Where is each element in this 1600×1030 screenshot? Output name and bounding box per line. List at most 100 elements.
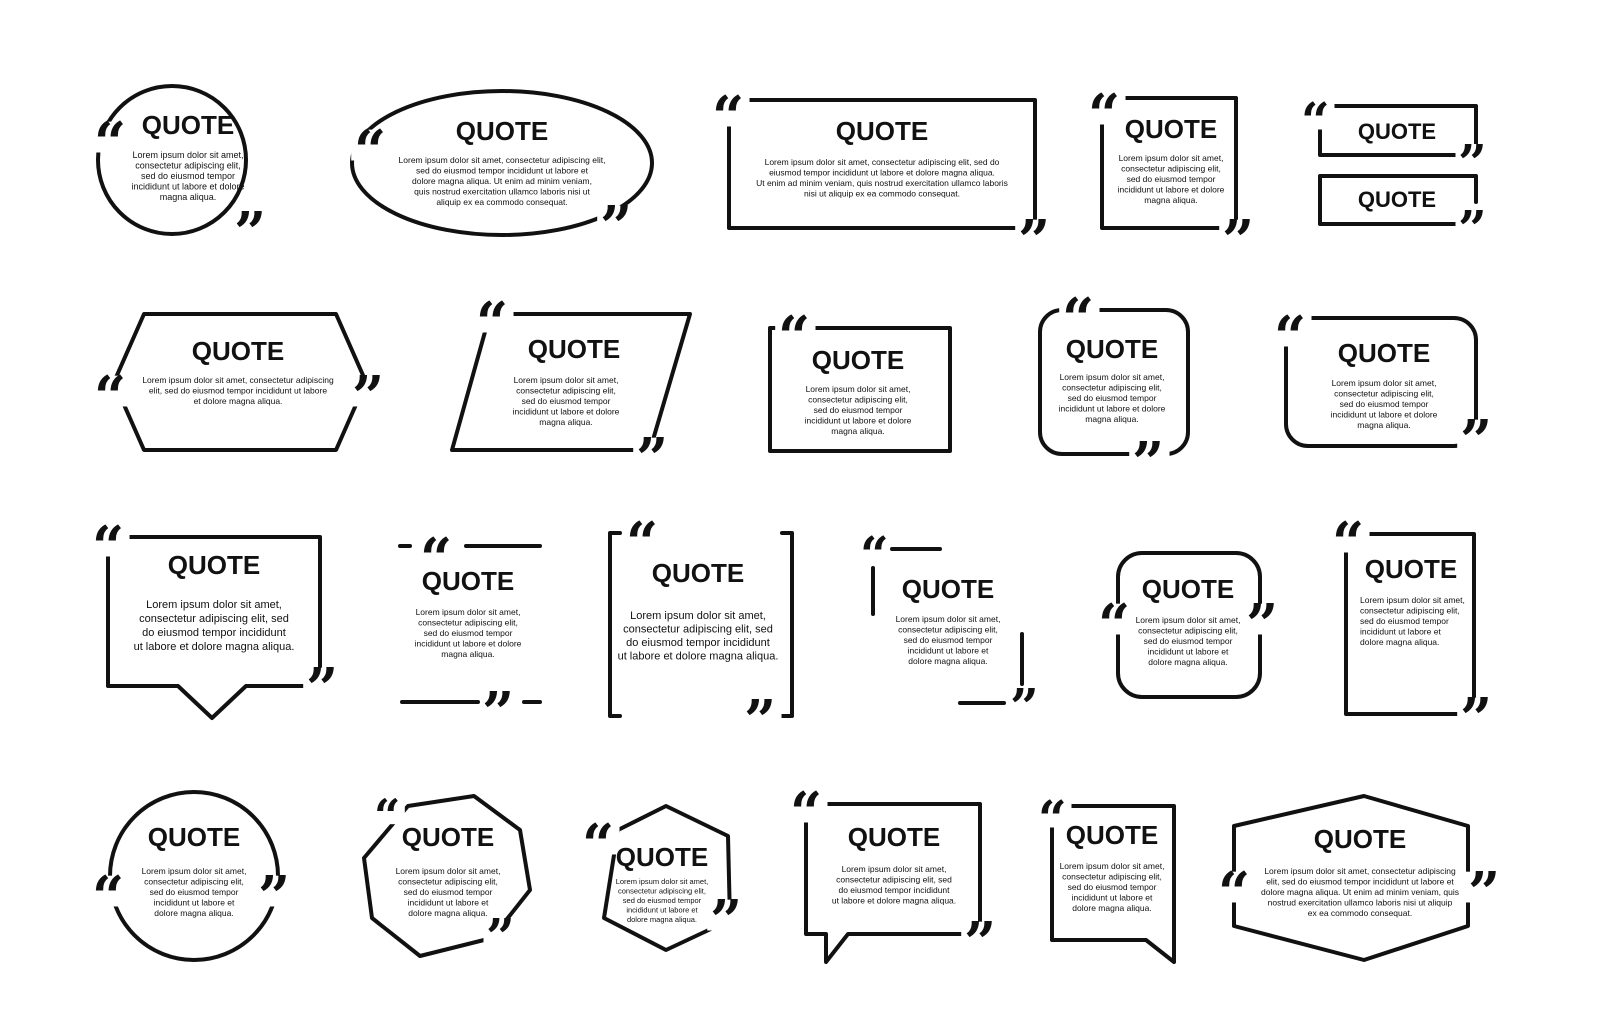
quote-title: QUOTE [528,334,620,364]
close-quote-icon: ” [600,194,632,260]
close-quote-icon: ” [1458,199,1487,258]
quote-body-line: incididunt ut labore et [626,906,698,915]
quote-body-line: sed do eiusmod tempor [404,887,493,897]
quote-body-line: Lorem ipsum dolor sit amet, [416,607,521,617]
quote-body-line: sed do eiusmod tempor [1144,636,1233,646]
quote-mark-gap [1059,297,1100,329]
quote-body-line: magna aliqua. [441,649,494,659]
quote-body-line: Lorem ipsum dolor sit amet, [142,866,247,876]
quote-title: QUOTE [1142,574,1234,604]
quote-body-line: sed do eiusmod tempor [1340,399,1429,409]
close-quote-icon: ” [744,688,776,754]
quote-body-line: dolore magna aliqua. [1072,903,1151,913]
quote-body-line: Lorem ipsum dolor sit amet, consectetur … [399,155,606,165]
quote-body-line: Lorem ipsum dolor sit amet, [616,877,709,886]
quote-body-line: dolore magna aliqua. [1148,657,1227,667]
quote-body-line: et dolore magna aliqua. [194,396,283,406]
open-quote-icon: “ [1274,304,1306,370]
quote-mark-gap [1298,102,1335,130]
quote-body-line: incididunt ut labore et [154,898,235,908]
quote-body-line: Lorem ipsum dolor sit amet, [396,866,501,876]
quote-mark-gap [91,375,132,407]
close-quote-icon: ” [1468,860,1500,926]
quote-body-line: Lorem ipsum dolor sit amet, [842,864,947,874]
quote-body-line: sed do eiusmod tempor incididunt ut labo… [416,166,589,176]
close-quote-icon: ” [486,907,515,966]
banner-quote-top: “”QUOTE [1298,91,1492,192]
open-quote-icon: “ [790,780,822,846]
quote-body-line: dolore magna aliqua. [908,656,987,666]
quote-body-line: consectetur adipiscing elit, sed [623,624,773,636]
close-quote-icon: ” [1460,408,1492,474]
frame-outline [1232,794,1470,962]
quote-body-line: Lorem ipsum dolor sit amet, [514,375,619,385]
open-quote-icon: “ [92,864,124,930]
quote-body-line: consectetur adipiscing elit, [898,625,998,635]
close-quote-icon: ” [306,656,338,722]
open-quote-icon: “ [374,789,400,843]
quote-title: QUOTE [1365,554,1457,584]
quote-body-line: sed do eiusmod tempor [141,171,235,181]
quote-mark-gap [1085,93,1126,125]
quote-mark-gap [89,875,130,907]
quote-body-line: consectetur adipiscing elit, [398,877,498,887]
quote-body-line: consectetur adipiscing elit, [1360,606,1460,616]
quote-body-line: elit, sed do eiusmod tempor incididunt u… [149,386,327,396]
quote-body-line: nostrud exercitation ullamco laboris nis… [1268,898,1453,908]
open-quote-icon: “ [1038,789,1067,848]
frame-outline [780,531,794,718]
quote-body-line: consectetur adipiscing elit, [1062,872,1162,882]
quote-body-line: do eiusmod tempor incididunt [142,627,286,639]
quote-body-line: consectetur adipiscing elit, [144,877,244,887]
quote-mark-gap [371,798,405,825]
quote-body-line: sed do eiusmod tempor [814,405,903,415]
close-quote-icon: ” [636,426,668,492]
open-quote-icon: “ [354,118,386,184]
quote-body-line: Ut enim ad minim veniam, quis nostrud ex… [756,178,1008,188]
quote-body-line: magna aliqua. [539,417,592,427]
quote-mark-gap [709,95,750,127]
quote-mark-gap [1129,441,1170,473]
quote-body-line: ex ea commodo consequat. [1308,908,1412,918]
open-quote-icon: “ [92,514,124,580]
quote-body-line: dolore magna aliqua. [154,908,233,918]
quote-mark-gap [91,121,132,153]
close-quote-icon: ” [258,864,290,930]
quote-body-line: ut labore et dolore magna aliqua. [618,651,779,663]
quote-body-line: consectetur adipiscing elit, [1334,389,1434,399]
quote-body-line: Lorem ipsum dolor sit amet, [1332,378,1437,388]
quote-body-line: consectetur adipiscing elit, sed [836,875,952,885]
quote-mark-gap [1215,871,1256,903]
quote-body-line: magna aliqua. [1144,195,1197,205]
quote-body-line: consectetur adipiscing elit, [516,386,616,396]
frame-outline [1100,96,1238,230]
quote-mark-gap [231,211,272,243]
open-quote-icon: “ [626,510,658,576]
quote-title: QUOTE [168,550,260,580]
quote-body-line: dolore magna aliqua. [1360,637,1439,647]
frame-outline [96,84,248,236]
close-quote-icon: ” [482,680,514,746]
open-quote-icon: “ [1098,592,1130,658]
quote-mark-gap [351,129,392,161]
frame-outline [727,98,1037,230]
quote-mark-gap [1095,603,1136,635]
quote-title: QUOTE [142,110,234,140]
quote-body-line: quis nostrud exercitation ullamco labori… [414,187,590,197]
quote-title: QUOTE [456,116,548,146]
quote-body-line: incididunt ut labore et [408,898,489,908]
close-quote-icon: ” [234,200,266,266]
quote-body-line: Lorem ipsum dolor sit amet, [1060,861,1165,871]
quote-body-line: incididunt ut labore et [1072,893,1153,903]
quote-mark-gap [1465,871,1506,903]
open-quote-icon: “ [94,364,126,430]
quote-mark-gap [1455,210,1492,238]
quote-title: QUOTE [902,574,994,604]
quote-body-line: magna aliqua. [1357,420,1410,430]
open-quote-icon: “ [860,525,889,584]
